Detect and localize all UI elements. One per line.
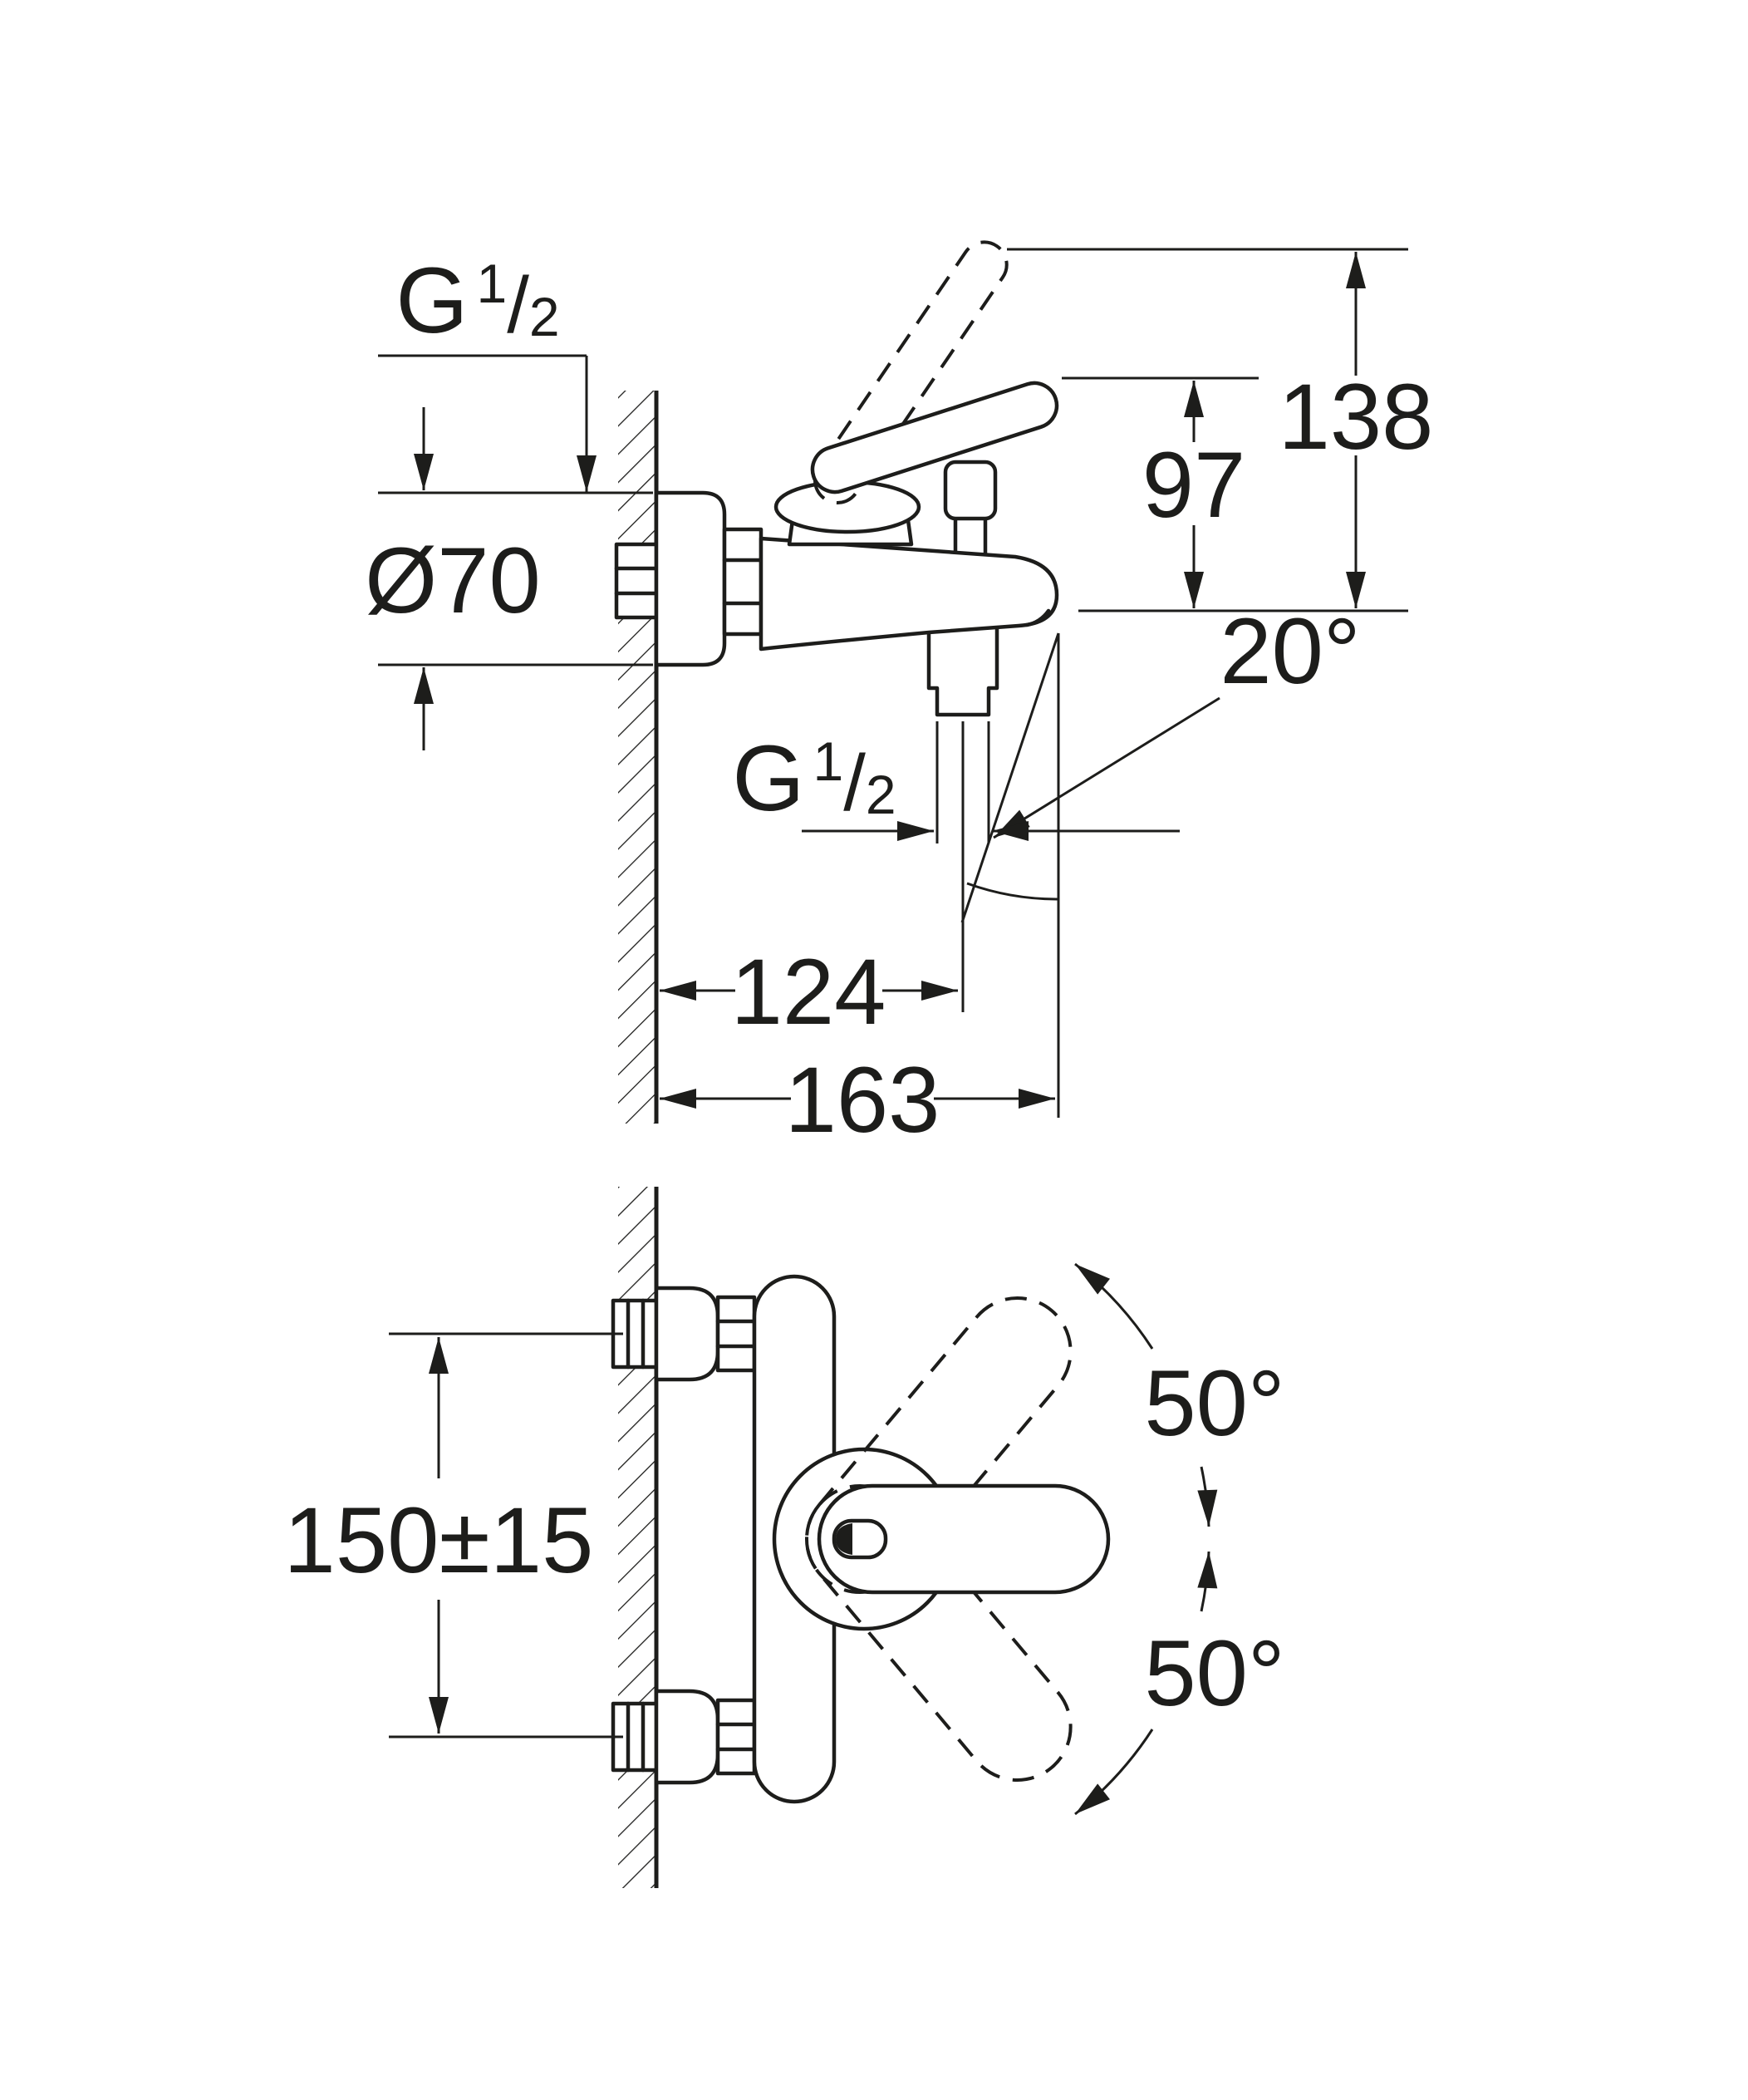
front-wall-section [618,1187,659,1888]
dim-spout-angle: 20° [960,599,1361,1118]
label-spout-angle: 20° [1220,599,1360,703]
inlet-escutcheon-bottom [654,1689,720,1785]
front-wall-hatch [618,1187,656,1888]
dim-flange-diameter: Ø70 [365,407,653,750]
faucet-front [611,1274,1111,1804]
inlet-escutcheon-top [654,1286,720,1382]
dim-overall-height: 138 [1007,248,1434,612]
wall-union-bolt [614,542,659,620]
faucet-body-spout [759,536,1059,652]
spout-angle-leader [993,696,1220,839]
label-handle-height: 97 [1142,433,1246,537]
label-swing-up: 50° [1144,1351,1284,1455]
label-flange-diameter: Ø70 [365,529,541,632]
dim-spout-projection: 163 [660,1048,1055,1152]
connection-nut [722,527,764,637]
wall-section [618,391,659,1124]
escutcheon [654,490,727,667]
aerator-mark [1024,608,1051,627]
dim-handle-height: 97 [1062,376,1259,608]
lever-front [817,1483,1111,1595]
dim-swing-down: 50° [1074,1551,1285,1816]
inlet-nut-bottom [715,1698,757,1776]
wall-hatch [618,391,656,1124]
dim-inlet-distance: 150±15 [284,1332,623,1739]
dim-hose-projection: 124 [660,721,965,1044]
inlet-nut-top [715,1295,757,1373]
lever-swing-down-dashed [805,1484,1073,1782]
dim-swing-up: 50° [1074,1262,1285,1527]
hose-outlet [926,622,999,717]
spout-angle-line [960,632,1060,923]
lever-front-slot [832,1518,888,1560]
lever-handle [810,381,1059,494]
diverter-knob [943,460,998,558]
faucet-side [614,240,1059,717]
label-swing-down: 50° [1144,1621,1284,1725]
label-inlet-distance: 150±15 [284,1488,594,1592]
label-overall-height: 138 [1279,365,1434,469]
lever-handle-raised-dashed [813,240,1009,504]
label-hose-projection: 124 [731,940,886,1044]
label-spout-projection: 163 [785,1048,940,1152]
front-view: 150±15 50° 50° [284,1187,1285,1888]
spout-angle-arc [966,882,1059,901]
